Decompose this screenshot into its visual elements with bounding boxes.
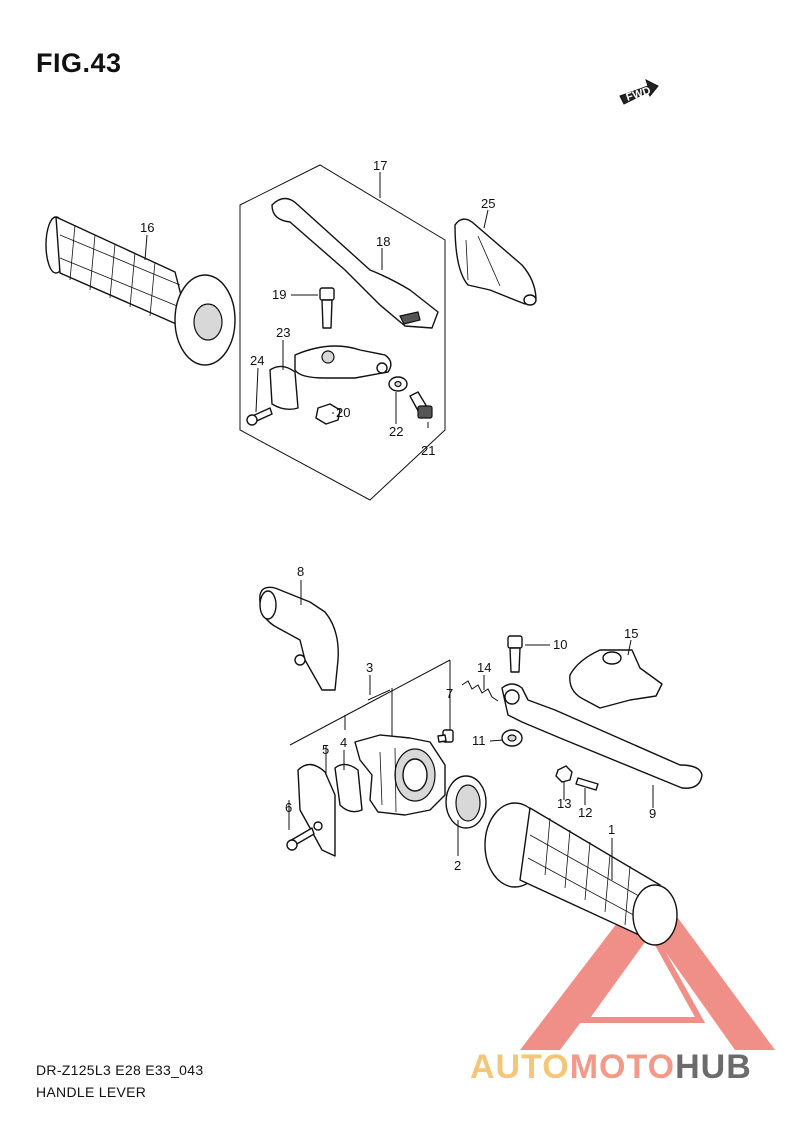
callout-9: 9: [649, 806, 656, 821]
callout-8: 8: [297, 564, 304, 579]
callout-21: 21: [421, 443, 435, 458]
callout-2: 2: [454, 858, 461, 873]
housing-screw-part: [437, 729, 454, 743]
clutch-lever-assembly-frame: [239, 164, 446, 501]
clutch-lever-part: [271, 197, 439, 329]
brake-lever-cover-part: [569, 649, 663, 709]
callout-4: 4: [340, 735, 347, 750]
pivot-bolt-part: [319, 287, 335, 329]
callout-7: 7: [446, 686, 453, 701]
fwd-label: FWD: [625, 85, 653, 104]
pivot-bolt-lower-part: [507, 635, 523, 673]
fwd-arrow-icon: FWD: [619, 79, 659, 105]
section-name: HANDLE LEVER: [36, 1084, 147, 1100]
callout-3: 3: [366, 660, 373, 675]
figure-title: FIG.43: [36, 48, 122, 78]
nut-part: [315, 403, 341, 425]
callout-16: 16: [140, 220, 154, 235]
callout-14: 14: [477, 660, 491, 675]
callout-17: 17: [373, 158, 387, 173]
callout-5: 5: [322, 742, 329, 757]
lever-bracket-part: [294, 345, 392, 379]
adjust-bolt-part: [575, 777, 599, 791]
callout-24: 24: [250, 353, 264, 368]
callout-lines: [144, 172, 654, 880]
collar-part: [501, 729, 523, 747]
callout-19: 19: [272, 287, 286, 302]
watermark-triangle-logo: [520, 880, 775, 1050]
callout-labels: 1 2 3 4 5 6 7 8 9 10 11 12 13 14 15 16 1…: [140, 158, 656, 873]
callout-25: 25: [481, 196, 495, 211]
callout-1: 1: [608, 822, 615, 837]
callout-18: 18: [376, 234, 390, 249]
throttle-housing-part: [354, 734, 446, 816]
callout-6: 6: [285, 800, 292, 815]
callout-22: 22: [389, 424, 403, 439]
brake-lever-part: [501, 683, 703, 789]
right-grip-part: [484, 802, 678, 946]
callout-13: 13: [557, 796, 571, 811]
lever-nut-part: [555, 765, 573, 783]
adjuster-bolt-part: [409, 391, 433, 419]
clamp-part: [246, 365, 299, 426]
callout-10: 10: [553, 637, 567, 652]
lever-cover-part: [454, 218, 537, 306]
callout-23: 23: [276, 325, 290, 340]
cover-plate-part: [286, 763, 336, 857]
watermark-part-auto: AUTO: [470, 1048, 570, 1086]
throttle-ring-part: [445, 775, 487, 829]
left-grip-part: [45, 216, 236, 366]
watermark-part-moto: MOTO: [569, 1048, 676, 1086]
housing-half-part: [334, 763, 363, 813]
callout-15: 15: [624, 626, 638, 641]
watermark-brand: AUTOMOTOHUB: [470, 1048, 752, 1087]
watermark-part-hub: HUB: [675, 1048, 752, 1086]
callout-20: 20: [336, 405, 350, 420]
throttle-cable-cover-part: [259, 586, 339, 691]
callout-12: 12: [578, 805, 592, 820]
model-code: DR-Z125L3 E28 E33_043: [36, 1062, 204, 1078]
callout-11: 11: [472, 733, 486, 748]
washer-part: [388, 376, 408, 392]
spring-part: [461, 680, 499, 702]
